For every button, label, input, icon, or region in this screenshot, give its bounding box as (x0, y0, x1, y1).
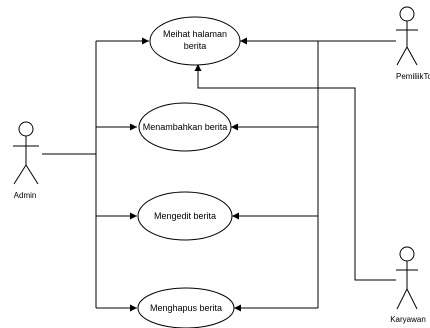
pemilik-toko-label: PemiliikTok (396, 72, 430, 81)
use-case-menambahkan-label: Menambahkan berita (143, 122, 228, 132)
actor-pemilik-toko: PemiliikTok (396, 6, 430, 81)
karyawan-label: Karyawan (390, 315, 426, 324)
karyawan-to-melihat (194, 64, 396, 281)
karyawan-stick-figure-icon (396, 246, 418, 310)
use-case-menghapus-berita: Menghapus berita (137, 287, 235, 328)
use-case-melihat-halaman-berita: Meihat halaman berita (149, 16, 241, 66)
use-case-mengedit-label: Mengedit berita (154, 211, 216, 221)
admin-stick-figure-icon (13, 121, 39, 185)
connectors (42, 37, 396, 312)
actor-karyawan: Karyawan (390, 246, 426, 324)
use-case-melihat-line2: berita (184, 41, 207, 51)
actor-admin: Admin (13, 121, 39, 200)
admin-label: Admin (14, 191, 37, 200)
use-case-menghapus-label: Menghapus berita (150, 303, 222, 313)
use-case-mengedit-berita: Mengedit berita (137, 191, 233, 241)
use-case-melihat-line1: Meihat halaman (163, 29, 227, 39)
use-case-menambahkan-berita: Menambahkan berita (138, 102, 232, 152)
pemilik-toko-stick-figure-icon (396, 6, 418, 66)
